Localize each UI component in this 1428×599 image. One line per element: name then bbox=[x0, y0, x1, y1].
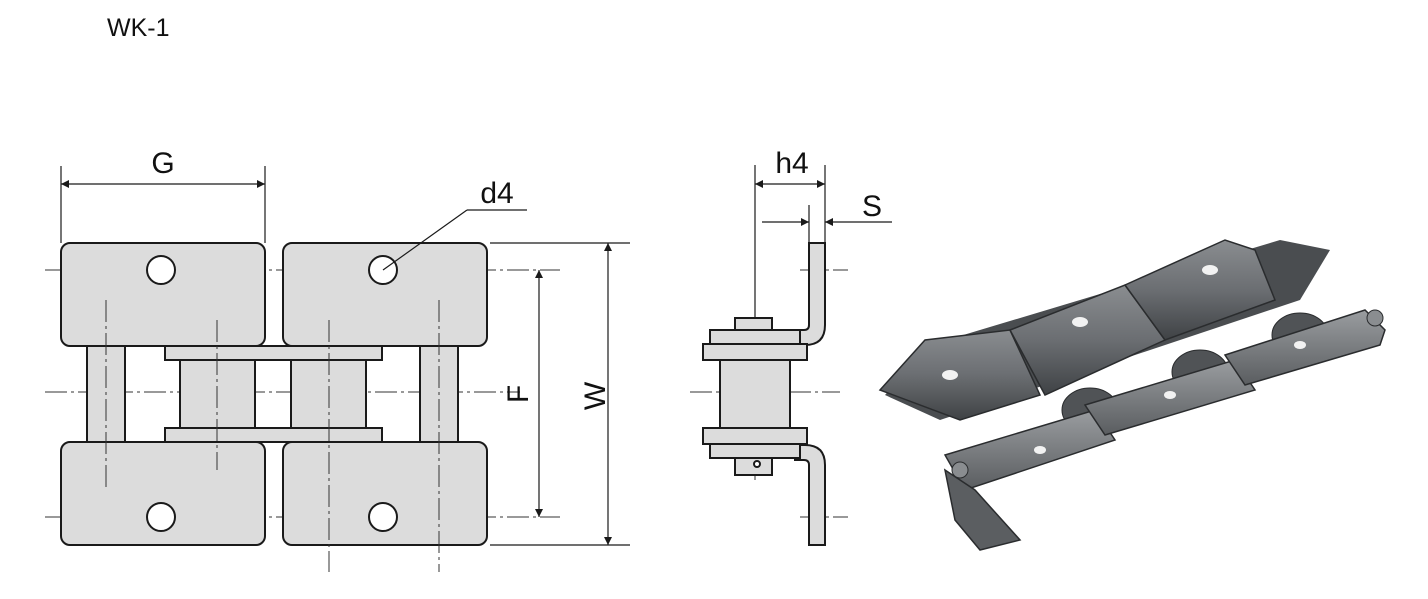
attachment-plate-bottom-right bbox=[282, 441, 488, 546]
g-label: G bbox=[151, 147, 174, 180]
side-pin-bottom bbox=[734, 457, 773, 476]
side-plate-bottom-inner bbox=[702, 427, 808, 445]
photo-side-hole-2 bbox=[1164, 391, 1176, 399]
inner-plate-top bbox=[164, 345, 383, 361]
inner-plate-bottom bbox=[164, 427, 383, 443]
side-view: h4 S bbox=[690, 147, 892, 546]
photo-attachment-3 bbox=[1123, 239, 1276, 341]
photo-hole-2 bbox=[1072, 317, 1088, 327]
photo-pin-end-1 bbox=[951, 461, 969, 479]
front-view: G d4 F W bbox=[45, 147, 630, 572]
side-plate-top-outer bbox=[709, 329, 801, 345]
s-label: S bbox=[862, 190, 882, 223]
product-photo bbox=[878, 239, 1386, 551]
hole-top-left bbox=[146, 255, 176, 285]
photo-pin-end-2 bbox=[1366, 309, 1384, 327]
photo-side-plate-3 bbox=[1223, 309, 1386, 386]
d4-leader bbox=[382, 209, 468, 271]
photo-side-hole-1 bbox=[1034, 446, 1046, 454]
w-label: W bbox=[579, 381, 612, 410]
h4-label: h4 bbox=[775, 147, 808, 180]
photo-side-hole-3 bbox=[1294, 341, 1306, 349]
attachment-plate-top-right bbox=[282, 242, 488, 347]
hole-bottom-left bbox=[146, 502, 176, 532]
side-roller bbox=[719, 359, 791, 429]
d4-label: d4 bbox=[480, 177, 513, 210]
photo-hole-1 bbox=[942, 370, 958, 380]
hole-bottom-right bbox=[368, 502, 398, 532]
attachment-plate-top-left bbox=[60, 242, 266, 347]
side-plate-top-inner bbox=[702, 343, 808, 361]
side-pin-dot bbox=[753, 460, 761, 468]
attachment-plate-bottom-left bbox=[60, 441, 266, 546]
photo-hole-3 bbox=[1202, 265, 1218, 275]
side-plate-bottom-outer bbox=[709, 443, 801, 459]
side-pin-top bbox=[734, 317, 773, 331]
diagram-title: WK-1 bbox=[107, 14, 170, 42]
side-attachment-bottom bbox=[794, 444, 826, 546]
photo-side-plate-1 bbox=[943, 409, 1117, 491]
photo-attachment-1 bbox=[878, 329, 1042, 421]
f-label: F bbox=[502, 385, 535, 403]
photo-lower-attachment bbox=[943, 468, 1022, 551]
